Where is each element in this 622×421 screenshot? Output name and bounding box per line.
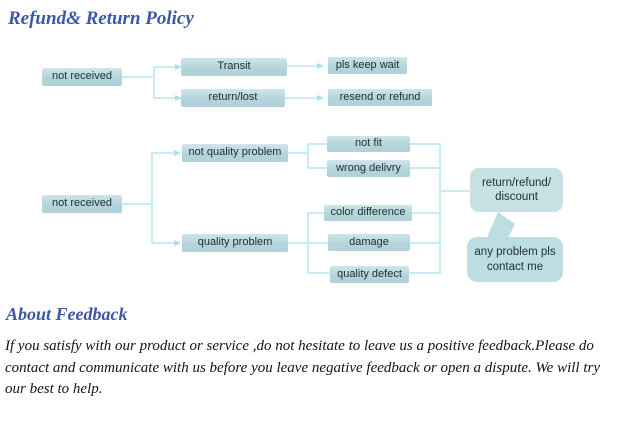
arrowhead-not-quality-problem [174,150,181,156]
flow-node-damage: damage [328,234,410,251]
flow-node-any-problem-bubble: any problem pls contact me [467,237,563,282]
connector-qp-split [287,212,330,274]
connector-nqp-split [287,143,327,169]
flow-node-quality-defect: quality defect [330,266,409,283]
flow-node-resend-or-refund: resend or refund [328,89,432,106]
connector-mid-split [121,152,175,244]
bubble-tail [486,212,515,240]
arrowhead-transit [175,64,182,70]
arrowhead-pls-keep-wait [317,63,324,69]
feedback-body: If you satisfy with our product or servi… [5,338,600,397]
flow-node-color-difference: color difference [324,205,412,221]
arrowhead-return-lost [175,95,182,101]
arrowhead-quality-problem [174,240,181,246]
flow-node-not-received-2: not received [42,195,122,213]
flow-node-quality-problem: quality problem [182,234,288,252]
arrowhead-resend-refund [317,95,324,101]
refund-policy-title: Refund& Return Policy [8,8,194,29]
flow-node-wrong-delivry: wrong delivry [327,160,410,177]
flow-node-not-quality-problem: not quality problem [182,144,288,162]
feedback-title: About Feedback [6,304,128,324]
flow-node-not-received-1: not received [42,68,122,86]
connector-top-split [121,66,176,99]
flow-node-transit: Transit [181,58,287,76]
flow-node-return-lost: return/lost [181,89,285,107]
flow-node-not-fit: not fit [327,136,410,152]
flow-node-pls-keep-wait: pls keep wait [328,57,407,74]
flow-node-return-refund-discount: return/refund/ discount [470,168,563,212]
connector-right-merge [408,143,470,274]
